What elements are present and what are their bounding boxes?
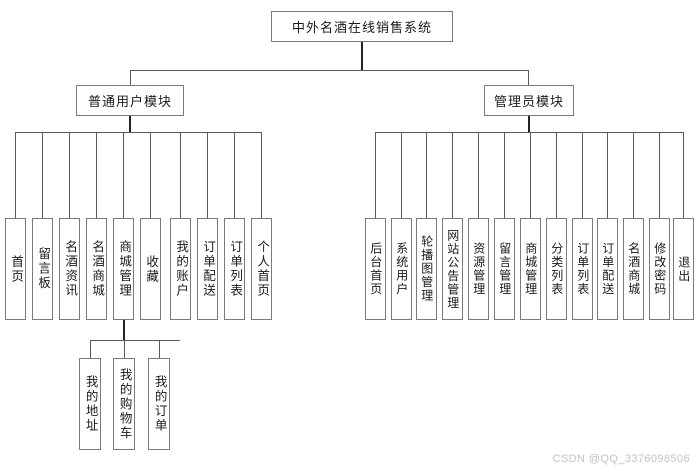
node-user-8-label: 订单列表: [228, 240, 243, 298]
node-user-3[interactable]: 名酒商城: [86, 218, 107, 320]
connector-admin-stem: [528, 116, 530, 133]
node-admin-4[interactable]: 资源管理: [468, 218, 489, 320]
connector-user-drop-0: [15, 132, 16, 218]
node-admin-9-label: 订单配送: [600, 242, 615, 296]
node-admin-6-label: 商城管理: [523, 242, 538, 296]
node-admin-1-label: 系统用户: [394, 242, 409, 296]
node-admin-0[interactable]: 后台首页: [365, 218, 386, 320]
node-user-6[interactable]: 我的账户: [170, 218, 191, 320]
connector-admin-drop-12: [683, 132, 684, 218]
node-shopsub-0[interactable]: 我的地址: [79, 358, 101, 450]
node-admin-10-label: 名酒商城: [626, 242, 641, 296]
node-module-admin-label: 管理员模块: [493, 94, 564, 109]
connector-admin-drop-1: [401, 132, 402, 218]
node-root[interactable]: 中外名酒在线销售系统: [271, 11, 453, 42]
connector-user-drop-6: [180, 132, 181, 218]
node-admin-4-label: 资源管理: [471, 242, 486, 296]
node-user-4-label: 商城管理: [117, 240, 132, 298]
node-admin-2[interactable]: 轮播图管理: [416, 218, 437, 320]
connector-shopmgmt-bus: [90, 340, 180, 341]
node-user-8[interactable]: 订单列表: [224, 218, 245, 320]
node-user-5[interactable]: 收藏: [140, 218, 161, 320]
connector-root-stem: [361, 42, 363, 70]
node-admin-11-label: 修改密码: [652, 242, 667, 296]
node-admin-2-label: 轮播图管理: [419, 235, 434, 303]
node-user-0-label: 首页: [9, 254, 24, 284]
connector-user-bus: [15, 132, 261, 133]
node-user-3-label: 名酒商城: [90, 240, 105, 298]
node-user-6-label: 我的账户: [174, 240, 189, 298]
connector-shopmgmt-drop-1: [124, 340, 125, 358]
connector-shopmgmt-stem: [123, 320, 125, 340]
node-admin-11[interactable]: 修改密码: [649, 218, 670, 320]
node-shopsub-1[interactable]: 我的购物车: [113, 358, 135, 450]
connector-user-drop-9: [261, 132, 262, 218]
node-user-4[interactable]: 商城管理: [113, 218, 134, 320]
node-admin-1[interactable]: 系统用户: [391, 218, 412, 320]
connector-user-drop-3: [96, 132, 97, 218]
node-admin-3[interactable]: 网站公告管理: [442, 218, 463, 320]
node-admin-5[interactable]: 留言管理: [494, 218, 515, 320]
node-user-7-label: 订单配送: [201, 240, 216, 298]
connector-user-drop-5: [150, 132, 151, 218]
connector-user-drop-8: [234, 132, 235, 218]
connector-user-drop-2: [69, 132, 70, 218]
connector-admin-drop-3: [452, 132, 453, 218]
connector-admin-drop-2: [426, 132, 427, 218]
node-shopsub-0-label: 我的地址: [83, 375, 98, 433]
node-user-7[interactable]: 订单配送: [197, 218, 218, 320]
connector-admin-bus: [375, 132, 683, 133]
node-user-9-label: 个人首页: [255, 240, 270, 298]
node-admin-10[interactable]: 名酒商城: [623, 218, 644, 320]
connector-user-drop-7: [207, 132, 208, 218]
connector-admin-drop-5: [504, 132, 505, 218]
connector-admin-drop-0: [375, 132, 376, 218]
connector-shopmgmt-drop-2: [159, 340, 160, 358]
connector-user-drop-4: [123, 132, 124, 218]
node-module-admin[interactable]: 管理员模块: [484, 85, 574, 116]
node-admin-7[interactable]: 分类列表: [546, 218, 567, 320]
connector-module-bus: [130, 70, 529, 71]
node-admin-5-label: 留言管理: [497, 242, 512, 296]
node-shopsub-1-label: 我的购物车: [117, 367, 132, 441]
node-user-1[interactable]: 留言板: [32, 218, 53, 320]
node-shopsub-2[interactable]: 我的订单: [148, 358, 170, 450]
node-admin-8[interactable]: 订单列表: [572, 218, 593, 320]
connector-admin-drop-10: [633, 132, 634, 218]
node-admin-7-label: 分类列表: [549, 242, 564, 296]
node-module-user-label: 普通用户模块: [87, 94, 172, 109]
node-user-0[interactable]: 首页: [5, 218, 26, 320]
node-admin-12-label: 退出: [676, 255, 691, 283]
connector-user-stem: [129, 116, 131, 133]
connector-admin-drop-6: [530, 132, 531, 218]
node-admin-8-label: 订单列表: [575, 242, 590, 296]
node-admin-6[interactable]: 商城管理: [520, 218, 541, 320]
node-module-user[interactable]: 普通用户模块: [76, 85, 184, 116]
node-admin-12[interactable]: 退出: [673, 218, 694, 320]
node-user-9[interactable]: 个人首页: [251, 218, 272, 320]
connector-admin-drop-4: [478, 132, 479, 218]
connector-module-drop-1: [528, 70, 529, 85]
connector-admin-drop-9: [607, 132, 608, 218]
node-shopsub-2-label: 我的订单: [152, 375, 167, 433]
connector-admin-drop-11: [659, 132, 660, 218]
connector-module-drop-0: [130, 70, 131, 85]
connector-shopmgmt-drop-0: [90, 340, 91, 358]
node-user-2-label: 名酒资讯: [63, 240, 78, 298]
node-user-1-label: 留言板: [36, 247, 51, 291]
watermark: CSDN @QQ_3376098506: [552, 453, 690, 465]
node-admin-0-label: 后台首页: [368, 242, 383, 296]
connector-user-drop-1: [42, 132, 43, 218]
node-admin-3-label: 网站公告管理: [445, 228, 460, 310]
node-user-5-label: 收藏: [144, 254, 159, 284]
node-root-label: 中外名酒在线销售系统: [291, 20, 432, 35]
connector-admin-drop-7: [556, 132, 557, 218]
connector-admin-drop-8: [582, 132, 583, 218]
node-user-2[interactable]: 名酒资讯: [59, 218, 80, 320]
node-admin-9[interactable]: 订单配送: [597, 218, 618, 320]
